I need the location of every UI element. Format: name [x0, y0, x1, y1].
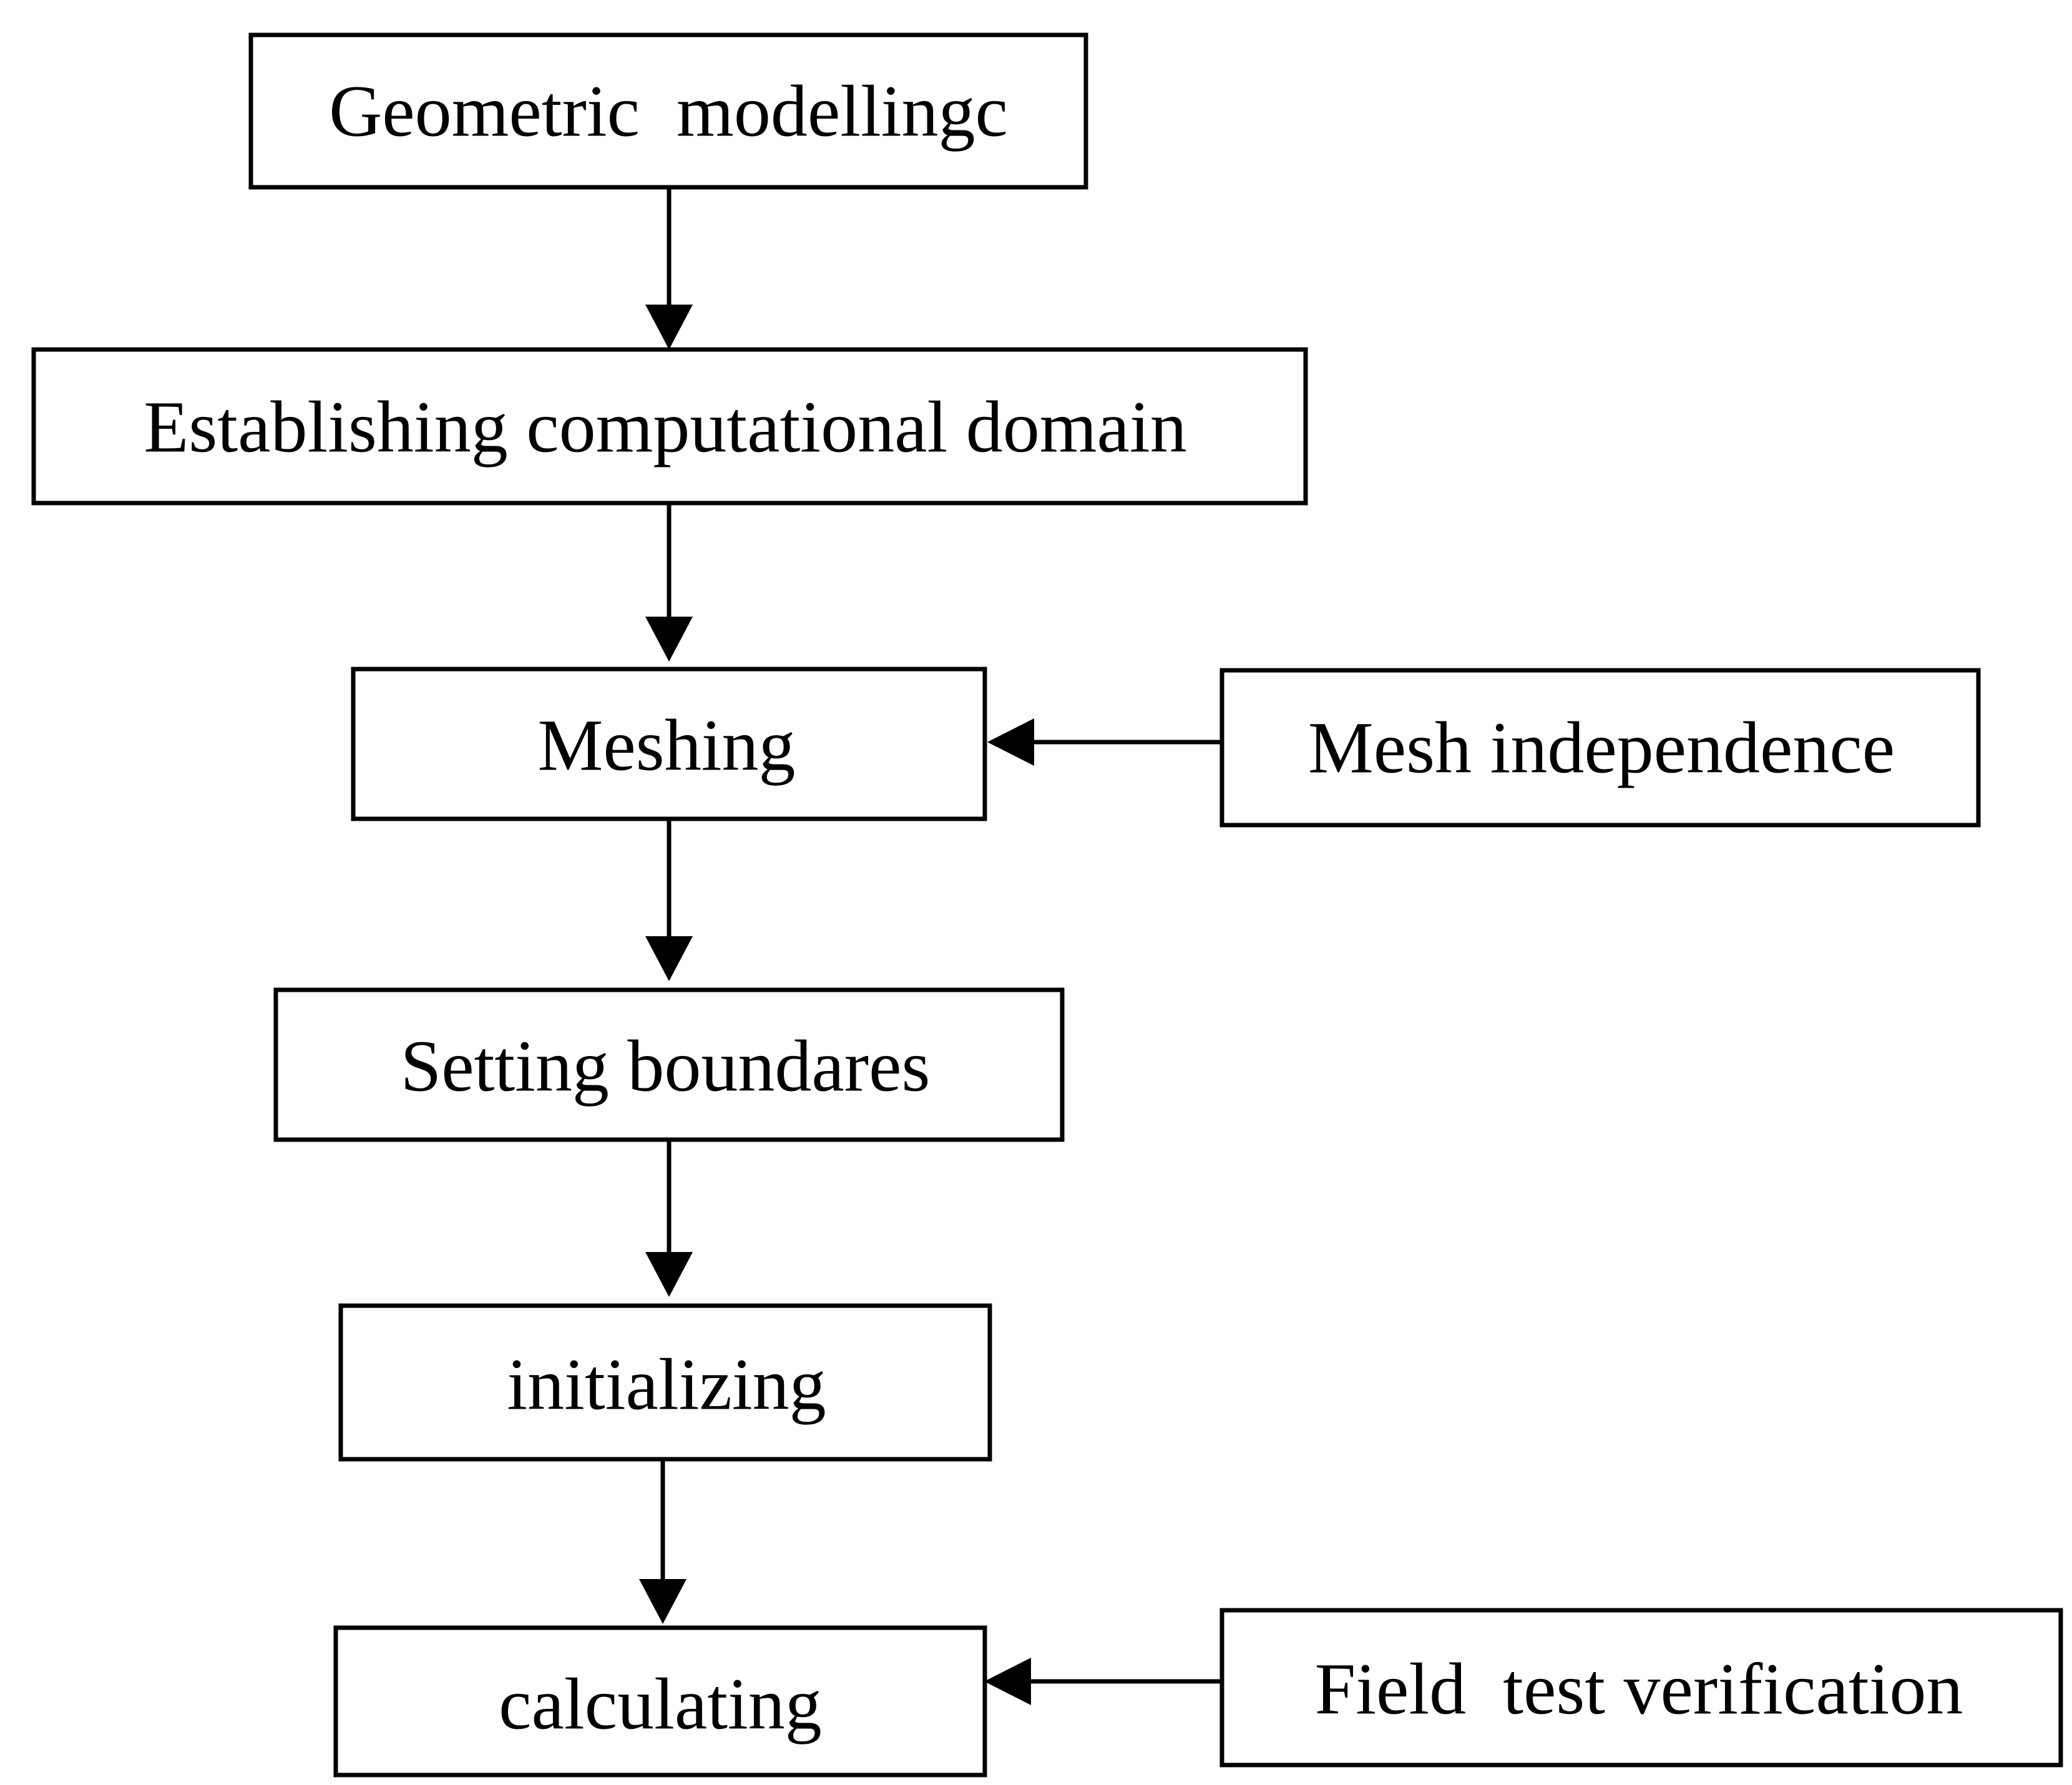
- node-establishing-domain: Establishing computational domain: [31, 347, 1308, 506]
- node-label-initializing: initializing: [507, 1344, 826, 1426]
- node-calculating: calculating: [333, 1625, 987, 1778]
- node-meshing: Meshing: [351, 667, 987, 821]
- node-label-establishing-domain: Establishing computational domain: [144, 386, 1186, 468]
- edge-establishing-to-meshing: [645, 499, 693, 662]
- edge-setting-to-initializing: [645, 1138, 693, 1297]
- node-label-setting-boundaries: Setting boundares: [401, 1025, 931, 1107]
- node-label-meshing: Meshing: [538, 705, 796, 786]
- node-label-calculating: calculating: [499, 1663, 822, 1745]
- node-label-field-test-verification: Field test verification: [1315, 1648, 1963, 1730]
- node-setting-boundaries: Setting boundares: [273, 987, 1065, 1142]
- edge-geometric-to-establishing: [645, 187, 693, 350]
- node-initializing: initializing: [338, 1303, 992, 1462]
- node-label-geometric-modelling: Geometric modellingc: [329, 71, 1008, 152]
- node-label-mesh-independence: Mesh independence: [1308, 707, 1895, 789]
- edge-meshing-to-setting: [645, 818, 693, 981]
- edge-field-test-to-calculating: [984, 1658, 1222, 1705]
- edge-initializing-to-calculating: [639, 1458, 687, 1624]
- node-mesh-independence: Mesh independence: [1219, 668, 1981, 828]
- node-geometric-modelling: Geometric modellingc: [248, 32, 1088, 190]
- edge-mesh-independence-to-meshing: [987, 718, 1222, 766]
- node-field-test-verification: Field test verification: [1219, 1608, 2063, 1768]
